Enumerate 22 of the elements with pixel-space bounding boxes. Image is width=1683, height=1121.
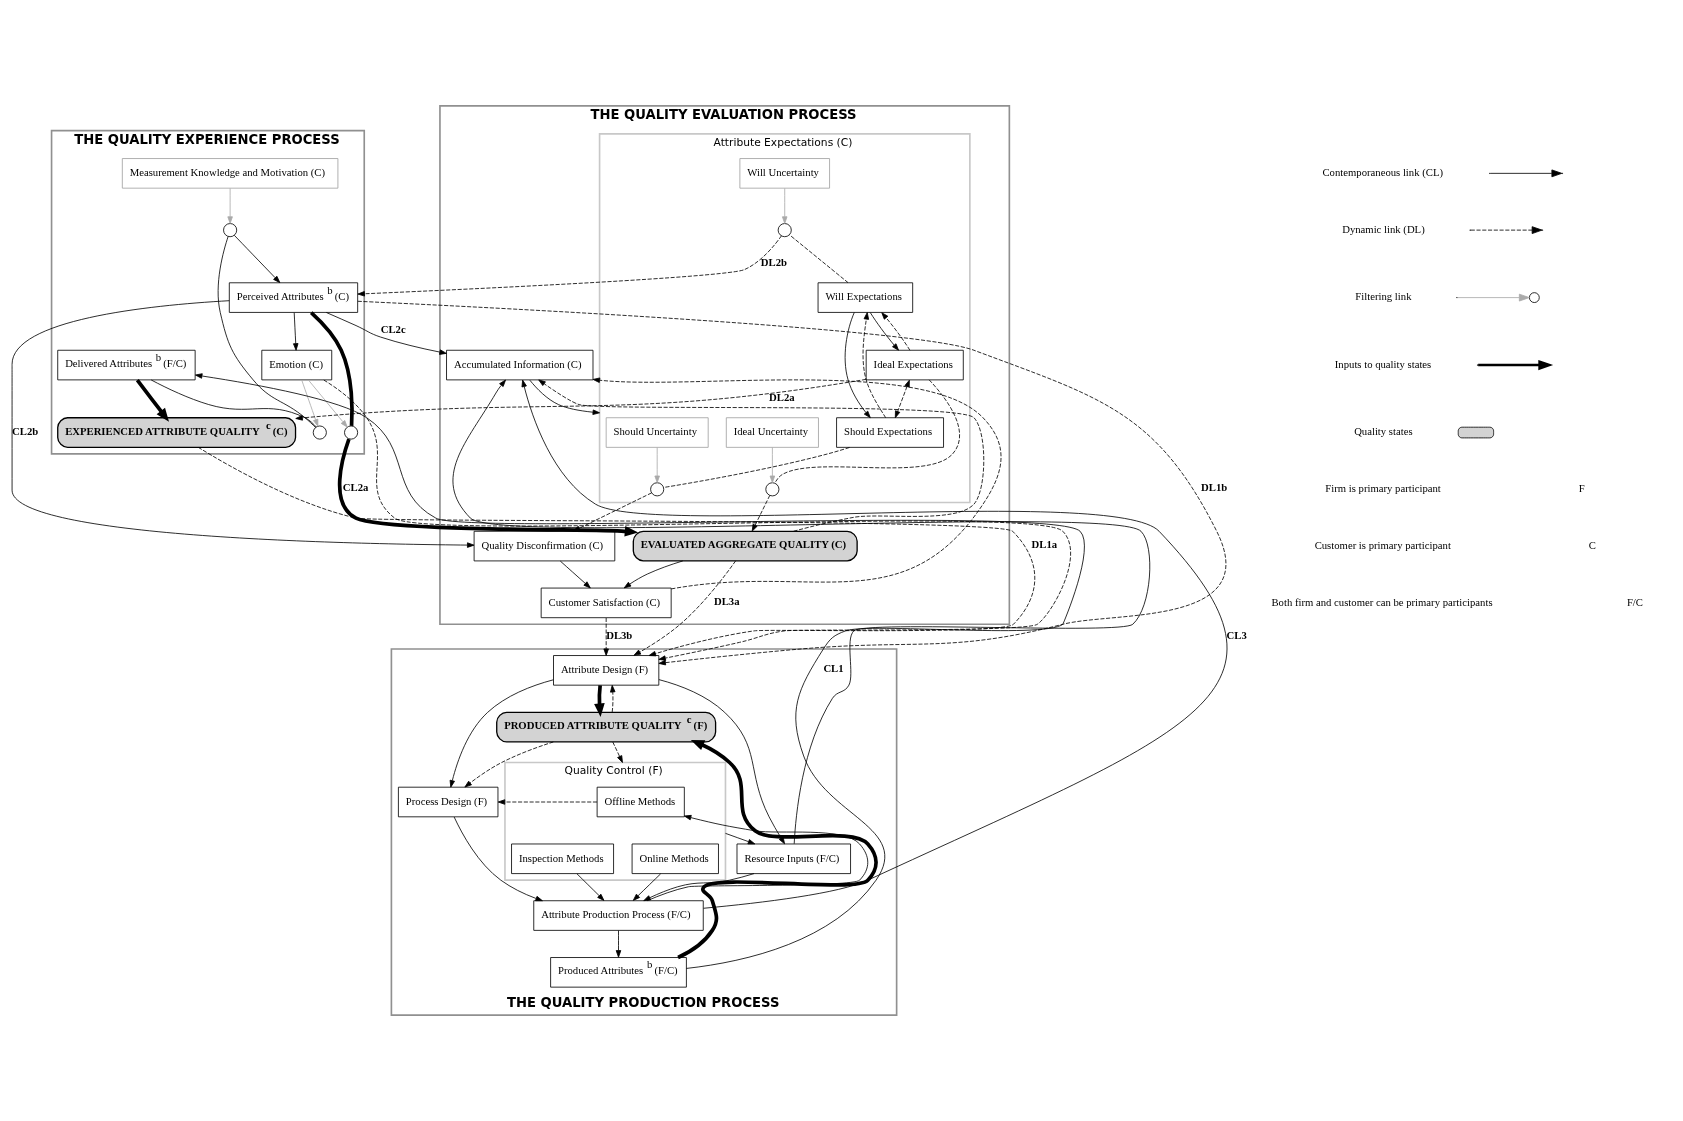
edge-label: CL3 [1226, 628, 1247, 641]
label: Customer is primary participant [1314, 538, 1451, 551]
edge-label: DL3b [606, 628, 633, 641]
edge-label: DL1b [1201, 481, 1228, 494]
edge-label: CL1 [823, 662, 844, 675]
legend-label: Contemporaneous link (CL) [1322, 166, 1443, 179]
edge-label: CL2a [342, 481, 369, 494]
label: C [1588, 538, 1596, 551]
legend-label: Inputs to quality states [1334, 357, 1432, 370]
legend-label: Filtering link [1355, 290, 1412, 303]
label: F/C [1626, 595, 1643, 608]
edge-label: CL2c [380, 323, 406, 336]
edge-label: DL1a [1031, 538, 1058, 551]
legend-label: Quality states [1354, 425, 1413, 438]
edge-label: CL2b [12, 424, 39, 437]
edge-label: DL2b [760, 255, 787, 268]
label: Both firm and customer can be primary participants [1271, 595, 1493, 608]
edge-label: DL3a [713, 594, 740, 607]
label: F [1578, 482, 1585, 495]
legend-label: Dynamic link (DL) [1342, 222, 1425, 235]
label: Firm is primary participant [1325, 482, 1441, 495]
edge-label: DL2a [769, 390, 795, 403]
